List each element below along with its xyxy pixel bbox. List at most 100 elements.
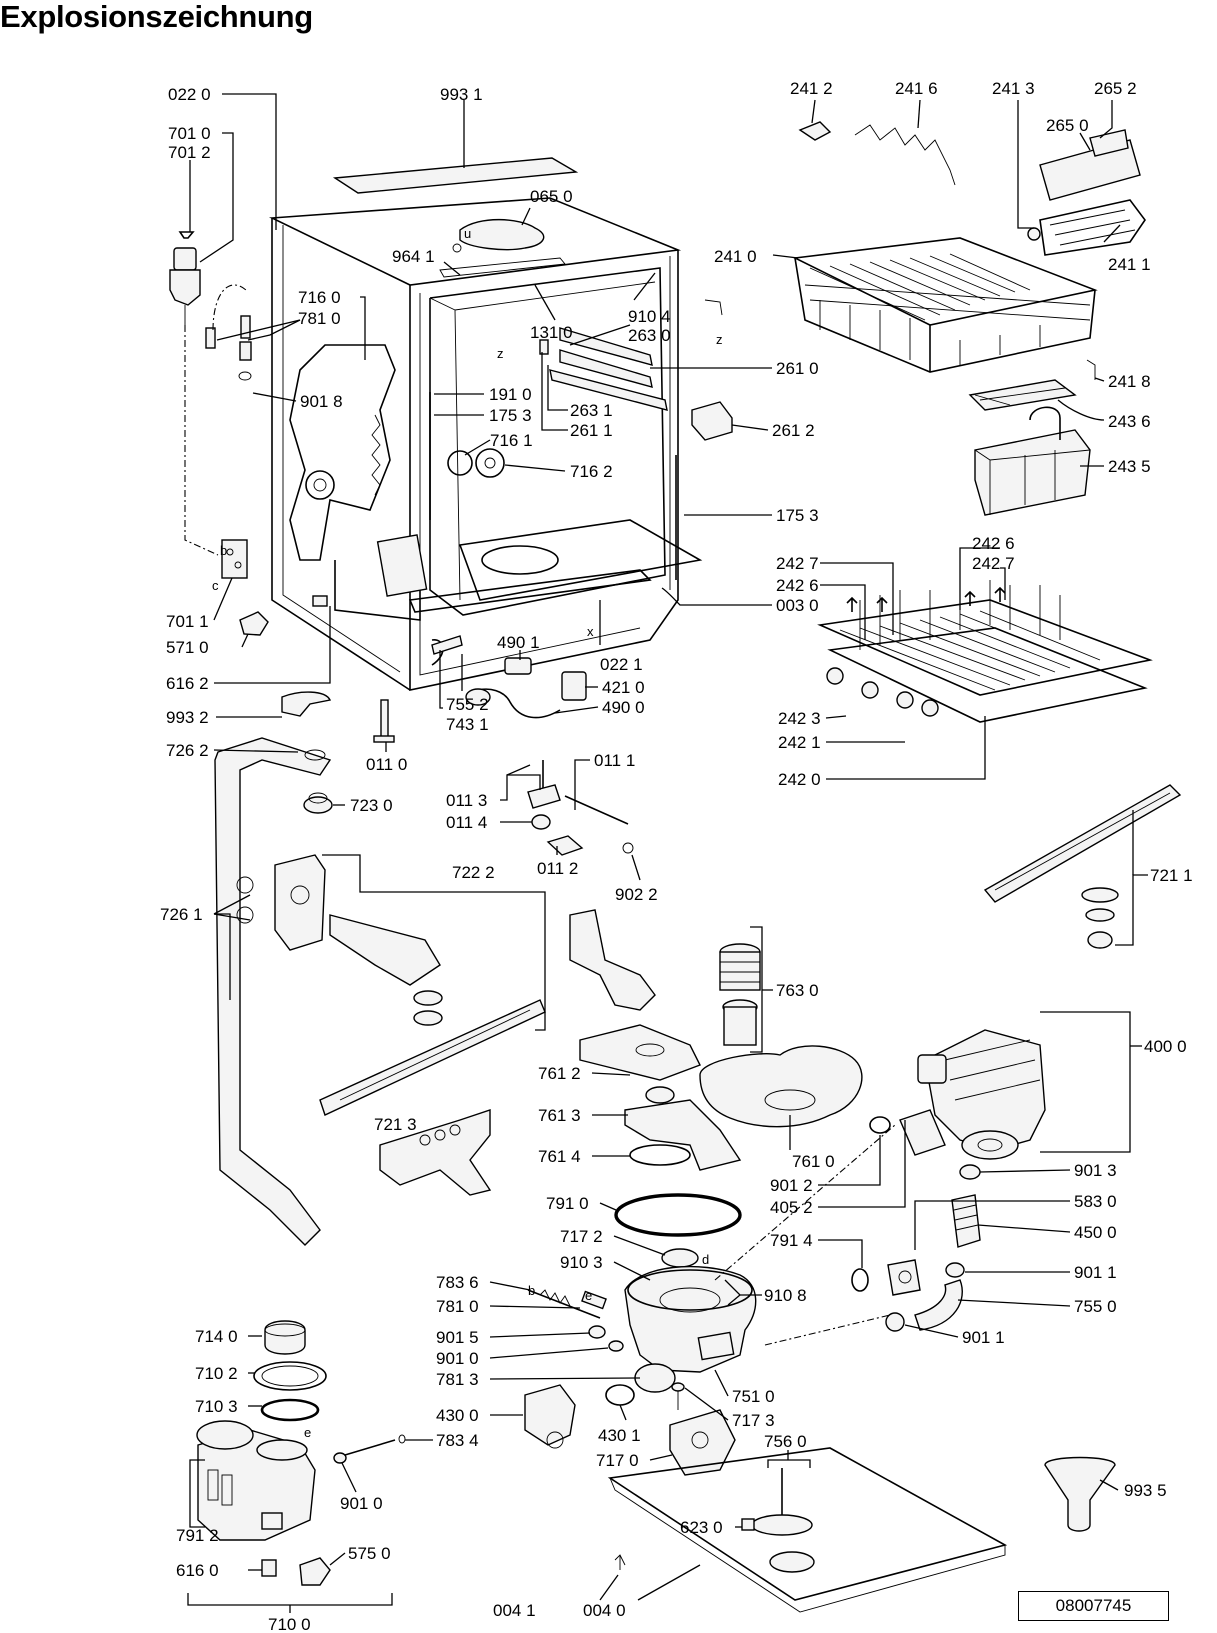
part-241-accessories — [798, 121, 1146, 516]
part-label: 783 6 — [436, 1273, 479, 1292]
part-label: 243 6 — [1108, 412, 1151, 431]
part-drawings — [169, 121, 1182, 1613]
part-label: 993 5 — [1124, 1481, 1167, 1500]
part-label: 242 6 — [776, 576, 819, 595]
part-water-softener-710 — [196, 1320, 406, 1586]
leader-lines — [187, 93, 1148, 1613]
part-label: 261 2 — [772, 421, 815, 440]
part-lower-basket-242 — [817, 580, 1153, 723]
part-label: 901 5 — [436, 1328, 479, 1347]
page-title: Explosionszeichnung — [0, 0, 313, 34]
part-funnel-993-5 — [1044, 1456, 1116, 1532]
part-label: 265 2 — [1094, 79, 1137, 98]
part-label: 011 2 — [537, 859, 578, 878]
part-label: 003 0 — [776, 596, 819, 615]
part-label: 623 0 — [680, 1518, 723, 1537]
part-label: 261 0 — [776, 359, 819, 378]
part-spray-tube-726 — [214, 737, 333, 1246]
marker-letter: u — [464, 226, 471, 241]
part-label: 901 2 — [770, 1176, 813, 1195]
part-label: 242 6 — [972, 534, 1015, 553]
part-label: 901 8 — [300, 392, 343, 411]
part-label: 011 1 — [594, 751, 635, 770]
part-bracket-721-3 — [379, 1109, 492, 1196]
part-labels: 022 0 993 1 701 0 701 2 065 0 964 1 716 … — [160, 79, 1193, 1633]
part-label: 011 4 — [446, 813, 487, 832]
part-label: 175 3 — [776, 506, 819, 525]
part-label: 421 0 — [602, 678, 645, 697]
part-label: 763 0 — [776, 981, 819, 1000]
part-label: 901 3 — [1074, 1161, 1117, 1180]
drawing-number-text: 08007745 — [1055, 1596, 1132, 1615]
part-label: 430 1 — [598, 1426, 641, 1445]
part-011-series — [527, 760, 634, 856]
part-circulation-pump-400 — [714, 1029, 1046, 1346]
part-label: 405 2 — [770, 1198, 813, 1217]
part-label: 910 4 — [628, 307, 671, 326]
marker-letter: c — [212, 578, 219, 593]
part-label: 721 3 — [374, 1115, 417, 1134]
part-label: 761 2 — [538, 1064, 581, 1083]
part-label: 993 1 — [440, 85, 483, 104]
part-label: 743 1 — [446, 715, 489, 734]
part-label: 011 3 — [446, 791, 487, 810]
part-label: 761 3 — [538, 1106, 581, 1125]
part-lower-left-bits — [221, 539, 463, 743]
marker-letter: x — [587, 624, 594, 639]
part-label: 241 8 — [1108, 372, 1151, 391]
part-label: 175 3 — [489, 406, 532, 425]
part-label: 791 4 — [770, 1231, 813, 1250]
part-label: 261 1 — [570, 421, 613, 440]
part-label: 241 1 — [1108, 255, 1151, 274]
part-label: 430 0 — [436, 1406, 479, 1425]
part-label: 242 0 — [778, 770, 821, 789]
part-label: 901 0 — [340, 1494, 383, 1513]
part-993-1 — [332, 157, 579, 194]
part-label: 616 2 — [166, 674, 209, 693]
part-base-plate-004 — [607, 1447, 1008, 1613]
part-label: 714 0 — [195, 1327, 238, 1346]
marker-letter: d — [702, 1252, 709, 1267]
part-label: 902 2 — [615, 885, 658, 904]
part-label: 242 3 — [778, 709, 821, 728]
part-label: 701 1 — [166, 612, 209, 631]
part-label: 910 3 — [560, 1253, 603, 1272]
part-label: 710 3 — [195, 1397, 238, 1416]
part-label: 716 2 — [570, 462, 613, 481]
marker-letter: e — [304, 1425, 311, 1440]
marker-letter: z — [716, 332, 723, 347]
reference-markers: b b c e e d x z z u — [212, 226, 723, 1440]
part-label: 242 1 — [778, 733, 821, 752]
part-label: 241 3 — [992, 79, 1035, 98]
part-label: 910 8 — [764, 1286, 807, 1305]
part-label: 241 2 — [790, 79, 833, 98]
part-label: 701 2 — [168, 143, 211, 162]
part-label: 004 0 — [583, 1601, 626, 1620]
part-label: 726 1 — [160, 905, 203, 924]
part-label: 241 0 — [714, 247, 757, 266]
part-label: 717 3 — [732, 1411, 775, 1430]
part-label: 783 4 — [436, 1431, 479, 1450]
drawing-number: 08007745 — [1018, 1591, 1169, 1621]
part-label: 022 1 — [600, 655, 643, 674]
part-label: 761 4 — [538, 1147, 581, 1166]
part-label: 004 1 — [493, 1601, 536, 1620]
part-label: 723 0 — [350, 796, 393, 815]
part-label: 964 1 — [392, 247, 435, 266]
part-label: 716 1 — [490, 431, 533, 450]
part-label: 721 1 — [1150, 866, 1193, 885]
part-label: 263 1 — [570, 401, 613, 420]
part-label: 756 0 — [764, 1432, 807, 1451]
part-label: 242 7 — [776, 554, 819, 573]
part-label: 716 0 — [298, 288, 341, 307]
part-label: 710 2 — [195, 1364, 238, 1383]
part-label: 263 0 — [628, 326, 671, 345]
part-label: 011 0 — [366, 755, 407, 774]
part-label: 265 0 — [1046, 116, 1089, 135]
marker-letter: b — [528, 1283, 535, 1298]
part-label: 022 0 — [168, 85, 211, 104]
part-label: 400 0 — [1144, 1037, 1187, 1056]
part-label: 755 0 — [1074, 1297, 1117, 1316]
part-label: 791 2 — [176, 1526, 219, 1545]
